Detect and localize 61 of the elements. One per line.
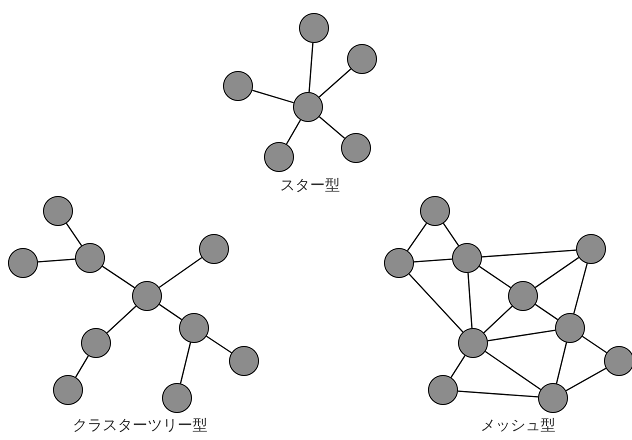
network-node [341, 133, 371, 163]
network-node [43, 196, 73, 226]
network-node [162, 383, 192, 413]
connection-line [483, 306, 513, 334]
network-node [347, 44, 377, 74]
network-node [555, 313, 585, 343]
topology-caption: クラスターツリー型 [72, 416, 208, 434]
connection-line [308, 42, 314, 92]
connection-line [158, 257, 202, 288]
connection-line [252, 90, 294, 104]
network-node [428, 375, 458, 405]
connection-line [206, 336, 232, 354]
connection-line [534, 257, 580, 288]
connection-line [106, 306, 136, 334]
connection-line [407, 222, 427, 252]
network-node [576, 234, 606, 264]
connection-line [102, 266, 135, 288]
connection-line [442, 223, 460, 246]
connection-line [450, 355, 466, 378]
connection-line [318, 116, 346, 139]
connection-line [488, 330, 556, 342]
network-node [229, 346, 259, 376]
connection-line [566, 368, 606, 392]
network-node [452, 243, 482, 273]
network-node [293, 92, 323, 122]
network-node [538, 383, 568, 413]
connection-line [180, 342, 192, 384]
connection-line [458, 390, 538, 398]
connection-line [556, 342, 568, 384]
network-node [420, 196, 450, 226]
connection-line [485, 350, 541, 390]
network-node [384, 248, 414, 278]
network-node [508, 281, 538, 311]
network-node [458, 328, 488, 358]
network-node [179, 313, 209, 343]
network-node [264, 142, 294, 172]
connection-line [414, 258, 452, 263]
connection-line [479, 266, 511, 288]
connection-line [573, 263, 588, 314]
connection-line [582, 336, 607, 354]
topology-caption: スター型 [280, 176, 340, 194]
connection-line [408, 274, 464, 332]
connection-line [467, 272, 473, 328]
network-node [81, 328, 111, 358]
connection-line [286, 120, 302, 144]
network-node [223, 71, 253, 101]
connection-line [38, 258, 76, 263]
connection-line [482, 249, 576, 258]
topology-caption: メッシュ型 [480, 416, 556, 434]
connection-line [159, 304, 182, 320]
connection-line [318, 68, 352, 98]
network-node [75, 243, 105, 273]
connection-line [75, 356, 89, 378]
network-node [604, 346, 632, 376]
network-node [299, 13, 329, 43]
network-node [8, 248, 38, 278]
network-node [53, 375, 83, 405]
connection-line [535, 304, 558, 320]
connection-line [66, 223, 82, 246]
network-node [132, 281, 162, 311]
network-node [199, 234, 229, 264]
